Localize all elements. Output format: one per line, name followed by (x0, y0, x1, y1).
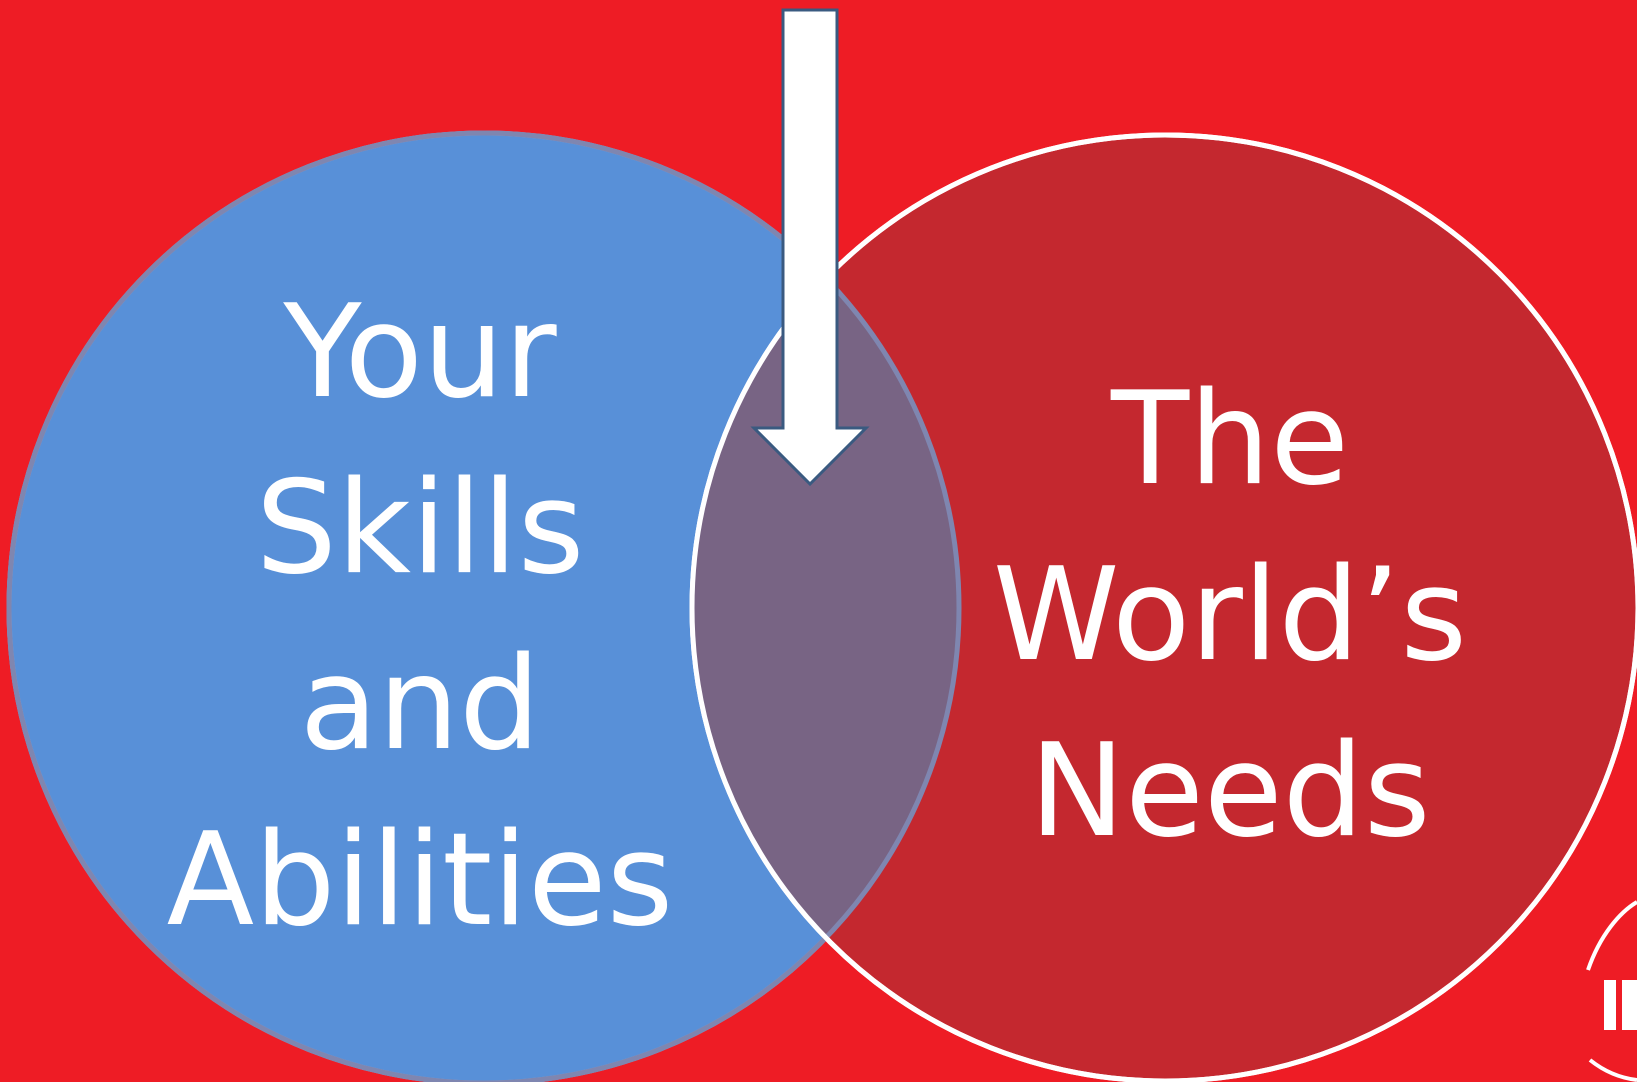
needs-label: The World’s Needs (900, 352, 1560, 880)
needs-label-line: Needs (1029, 717, 1431, 866)
needs-circle-outline (689, 132, 1637, 1082)
skills-label-line: Your (283, 278, 557, 427)
needs-label-line: World’s (992, 541, 1468, 690)
down-arrow-icon (750, 8, 870, 487)
logo-icon (1586, 900, 1637, 1082)
needs-label-line: The (1110, 365, 1350, 514)
skills-label: Your Skills and Abilities (90, 265, 750, 969)
skills-label-line: and (299, 630, 541, 779)
skills-label-line: Abilities (166, 806, 674, 955)
skills-label-line: Skills (255, 454, 585, 603)
skills-circle-outline (6, 130, 962, 1082)
